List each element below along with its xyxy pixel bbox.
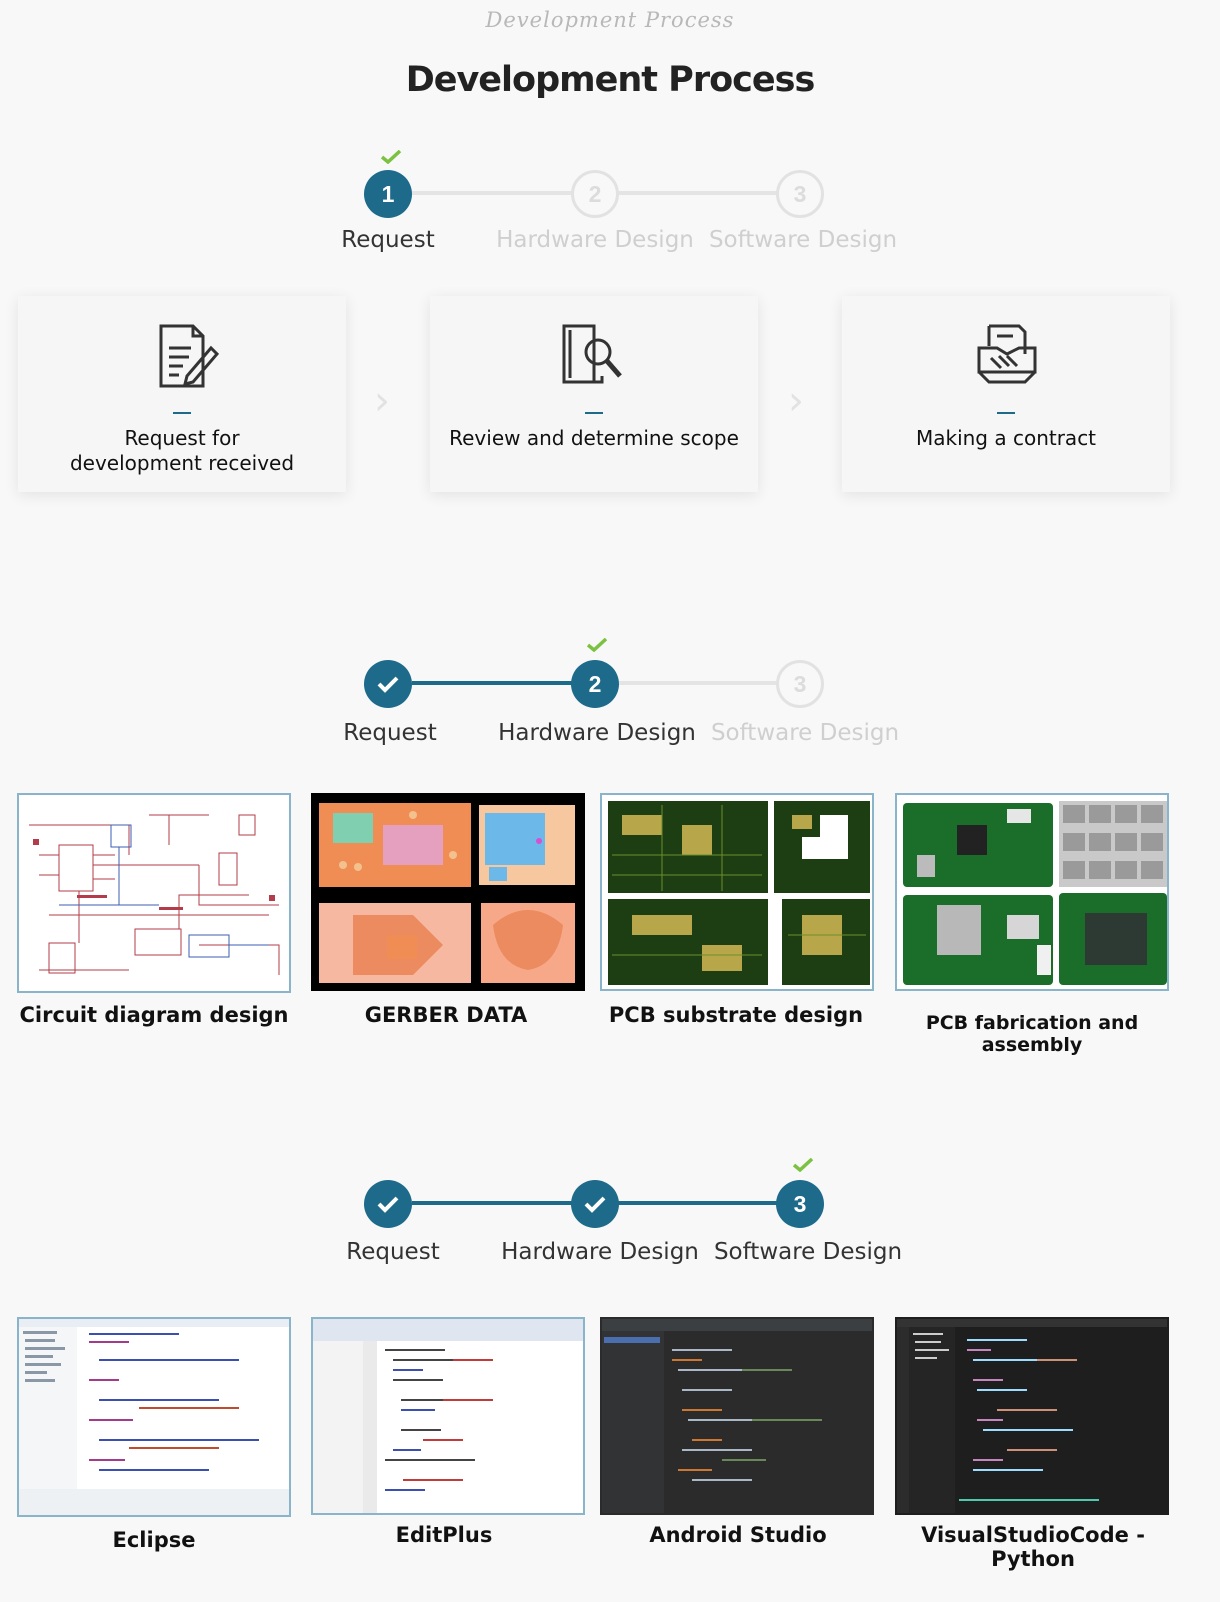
step-label-software: Software Design (710, 720, 900, 746)
page-title: Development Process (405, 60, 816, 100)
stepper-track-complete (412, 681, 592, 685)
stepper-hardware: 2 3 Request Hardware Design Software Des… (0, 638, 1220, 790)
stepper-track (616, 681, 796, 685)
chevron-right-icon: › (788, 378, 804, 424)
step-label-hardware: Hardware Design (501, 1239, 699, 1265)
caption-pcb-fabrication: PCB fabrication and assembly (925, 1012, 1139, 1056)
step-label-request: Request (343, 720, 437, 746)
document-edit-icon (159, 324, 220, 388)
step-label-hardware: Hardware Design (498, 720, 696, 746)
card-text: Making a contract (915, 426, 1097, 450)
pcb-assembly-image (895, 793, 1169, 991)
step-label-request: Request (346, 1239, 440, 1265)
caption-eclipse: Eclipse (112, 1528, 196, 1552)
step-circle-3[interactable]: 3 (776, 660, 824, 708)
eclipse-screenshot (17, 1317, 291, 1517)
stepper-software: 3 Request Hardware Design Software Desig… (0, 1158, 1220, 1310)
card-making-contract: Making a contract (842, 296, 1170, 492)
caption-editplus: EditPlus (395, 1523, 493, 1547)
check-icon (586, 638, 608, 652)
document-search-icon (562, 324, 622, 384)
card-review-scope: Review and determine scope (430, 296, 758, 492)
checkmark-icon (377, 676, 399, 693)
step-circle-2[interactable]: 2 (571, 660, 619, 708)
check-icon (380, 150, 402, 164)
caption-vscode-python: VisualStudioCode - Python (921, 1523, 1145, 1571)
card-divider (173, 412, 191, 414)
circuit-diagram-image (17, 793, 291, 993)
script-title: Development Process (485, 8, 735, 32)
check-icon (792, 1158, 814, 1172)
step-circle-2-done[interactable] (571, 1180, 619, 1228)
step-circle-1-done[interactable] (364, 660, 412, 708)
step-circle-3[interactable]: 3 (776, 170, 824, 218)
step-circle-3[interactable]: 3 (776, 1180, 824, 1228)
caption-pcb-substrate: PCB substrate design (608, 1003, 864, 1027)
card-request-received: Request for development received (18, 296, 346, 492)
card-divider (997, 412, 1015, 414)
step-label-request: Request (341, 227, 435, 253)
step-circle-1-done[interactable] (364, 1180, 412, 1228)
checkmark-icon (377, 1196, 399, 1213)
pcb-substrate-image (600, 793, 874, 991)
step-label-software: Software Design (713, 1239, 903, 1265)
checkmark-icon (584, 1196, 606, 1213)
step-label-hardware: Hardware Design (496, 227, 694, 253)
caption-gerber-data: GERBER DATA (364, 1003, 528, 1027)
card-text: Review and determine scope (449, 426, 739, 450)
step-circle-1[interactable]: 1 (364, 170, 412, 218)
vscode-python-screenshot (895, 1317, 1169, 1515)
card-text: Request for development received (69, 426, 295, 475)
step-label-software: Software Design (708, 227, 898, 253)
android-studio-screenshot (600, 1317, 874, 1515)
editplus-screenshot (311, 1317, 585, 1515)
chevron-right-icon: › (374, 378, 390, 424)
card-divider (585, 412, 603, 414)
handshake-contract-icon (977, 324, 1037, 384)
caption-android-studio: Android Studio (649, 1523, 827, 1547)
stepper-request: 1 2 3 Request Hardware Design Software D… (0, 150, 1220, 300)
caption-circuit-diagram: Circuit diagram design (19, 1003, 289, 1027)
gerber-data-image (311, 793, 585, 991)
step-circle-2[interactable]: 2 (571, 170, 619, 218)
